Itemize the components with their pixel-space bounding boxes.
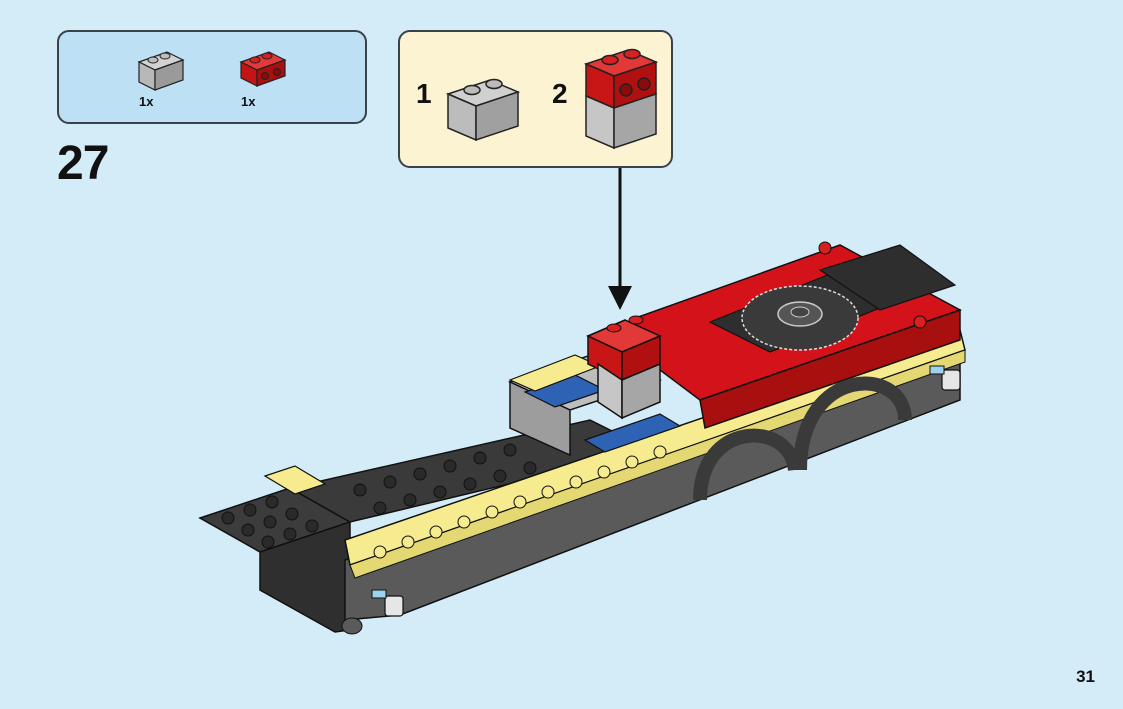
step-number: 27 — [57, 137, 109, 190]
sub-step-number: 1 — [416, 78, 432, 109]
sub-step-number: 2 — [552, 78, 568, 109]
red-brick-icon — [239, 51, 287, 87]
placement-arrow — [608, 168, 632, 310]
parts-list-box: 1x 1x — [57, 30, 367, 124]
sub-assembly-box: 1 2 — [398, 30, 673, 168]
parts-quantity: 1x — [139, 94, 154, 109]
page-number: 31 — [1076, 667, 1095, 686]
gray-brick-icon — [445, 78, 521, 142]
red-on-gray-brick-icon — [583, 48, 659, 150]
parts-quantity: 1x — [241, 94, 256, 109]
gray-brick-icon — [137, 51, 185, 91]
